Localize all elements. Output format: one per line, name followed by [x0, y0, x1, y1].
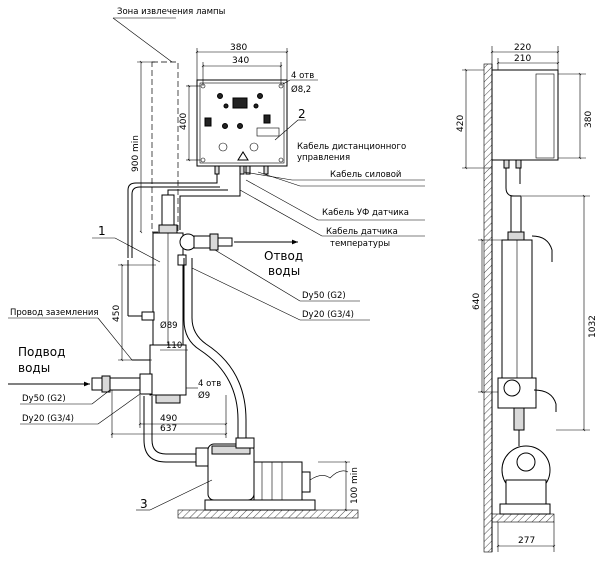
pump-base — [177, 499, 359, 519]
dy50-outlet-label: Dy50 (G2) — [302, 291, 346, 301]
dim-450-label: 450 — [112, 305, 122, 322]
dim-side-380-label: 380 — [584, 111, 594, 128]
water-outlet-line1: Отвод — [264, 249, 303, 263]
callout-1: 1 — [92, 224, 161, 263]
display-panel — [232, 97, 248, 109]
temperature-sensor — [127, 260, 155, 321]
water-outlet-line2: воды — [268, 264, 300, 278]
water-inlet — [8, 373, 153, 395]
cable-leaders — [239, 171, 425, 237]
dim-side-380: 380 — [558, 72, 594, 160]
dim-100-min-label: 100 min — [350, 467, 360, 504]
warning-icon — [237, 151, 249, 161]
side-reactor — [497, 168, 557, 446]
dim-side-1032: 1032 — [522, 194, 598, 432]
reactor-diameter-label: Ø89 — [160, 320, 178, 331]
remote-cable-line1: Кабель дистанционного — [297, 142, 406, 152]
dim-110-label: 110 — [166, 341, 182, 351]
side-control-box — [491, 69, 559, 169]
outlet-pipe — [183, 258, 247, 445]
dim-900-min-label: 900 min — [131, 135, 141, 172]
box-holes-note: 4 отв Ø8,2 — [282, 71, 318, 95]
dim-420-label: 420 — [456, 115, 466, 132]
dy50-inlet-label: Dy50 (G2) — [22, 394, 66, 404]
base-holes-line2: Ø9 — [198, 390, 210, 401]
dim-110: 110 — [160, 341, 188, 351]
power-cable-label: Кабель силовой — [330, 170, 401, 180]
dim-210-label: 210 — [514, 54, 531, 64]
dim-400-label: 400 — [179, 113, 189, 130]
dim-640-label: 640 — [472, 293, 482, 310]
dim-380-label: 380 — [230, 43, 247, 53]
callout-2: 2 — [274, 107, 306, 141]
base-holes-note: 4 отв Ø9 — [186, 379, 221, 401]
uv-sensor-cable-label: Кабель УФ датчика — [322, 208, 409, 218]
inlet-connection-leaders — [20, 389, 141, 425]
dim-base-widths: 490 637 — [110, 390, 228, 438]
ground-wire-label: Провод заземления — [10, 308, 99, 318]
side-pump — [491, 445, 555, 523]
dim-side-640: 640 — [472, 238, 502, 394]
callout-3-number: 3 — [140, 497, 148, 511]
dim-100-min: 100 min — [318, 460, 360, 512]
dim-side-277: 277 — [496, 522, 556, 552]
uv-reactor — [149, 194, 233, 404]
callout-1-number: 1 — [98, 224, 106, 238]
dim-277-label: 277 — [518, 536, 535, 546]
dim-1032-label: 1032 — [588, 315, 598, 338]
box-holes-line1: 4 отв — [291, 71, 314, 81]
inlet-pipe — [143, 396, 196, 463]
callout-2-number: 2 — [298, 107, 306, 121]
dim-side-top: 220 210 — [490, 43, 560, 70]
box-holes-line2: Ø8,2 — [291, 84, 311, 95]
temp-cable-line1: Кабель датчика — [326, 227, 398, 237]
remote-cable-line2: управления — [297, 153, 350, 163]
water-inlet-line1: Подвод — [18, 345, 65, 359]
base-holes-line1: 4 отв — [198, 379, 221, 389]
ground-wire — [8, 317, 150, 361]
dim-box-width: 380 340 — [195, 43, 289, 86]
callout-3: 3 — [136, 479, 213, 511]
dim-490-label: 490 — [160, 414, 177, 424]
pump — [195, 437, 349, 501]
dim-340-label: 340 — [232, 56, 249, 66]
lamp-zone-label: Зона извлечения лампы — [117, 7, 225, 17]
dim-900-min: 900 min — [131, 60, 155, 234]
wall — [483, 63, 493, 553]
dim-220-label: 220 — [514, 43, 531, 53]
outlet-connection-leaders — [191, 249, 370, 321]
water-inlet-line2: воды — [18, 361, 50, 375]
dy20-outlet-label: Dy20 (G3/4) — [302, 310, 354, 320]
control-box — [196, 79, 288, 175]
dim-box-height: 400 — [179, 84, 200, 162]
dim-637-label: 637 — [160, 424, 177, 434]
temp-cable-line2: температуры — [330, 239, 390, 249]
dim-side-420: 420 — [456, 68, 492, 170]
dy20-inlet-label: Dy20 (G3/4) — [22, 414, 74, 424]
